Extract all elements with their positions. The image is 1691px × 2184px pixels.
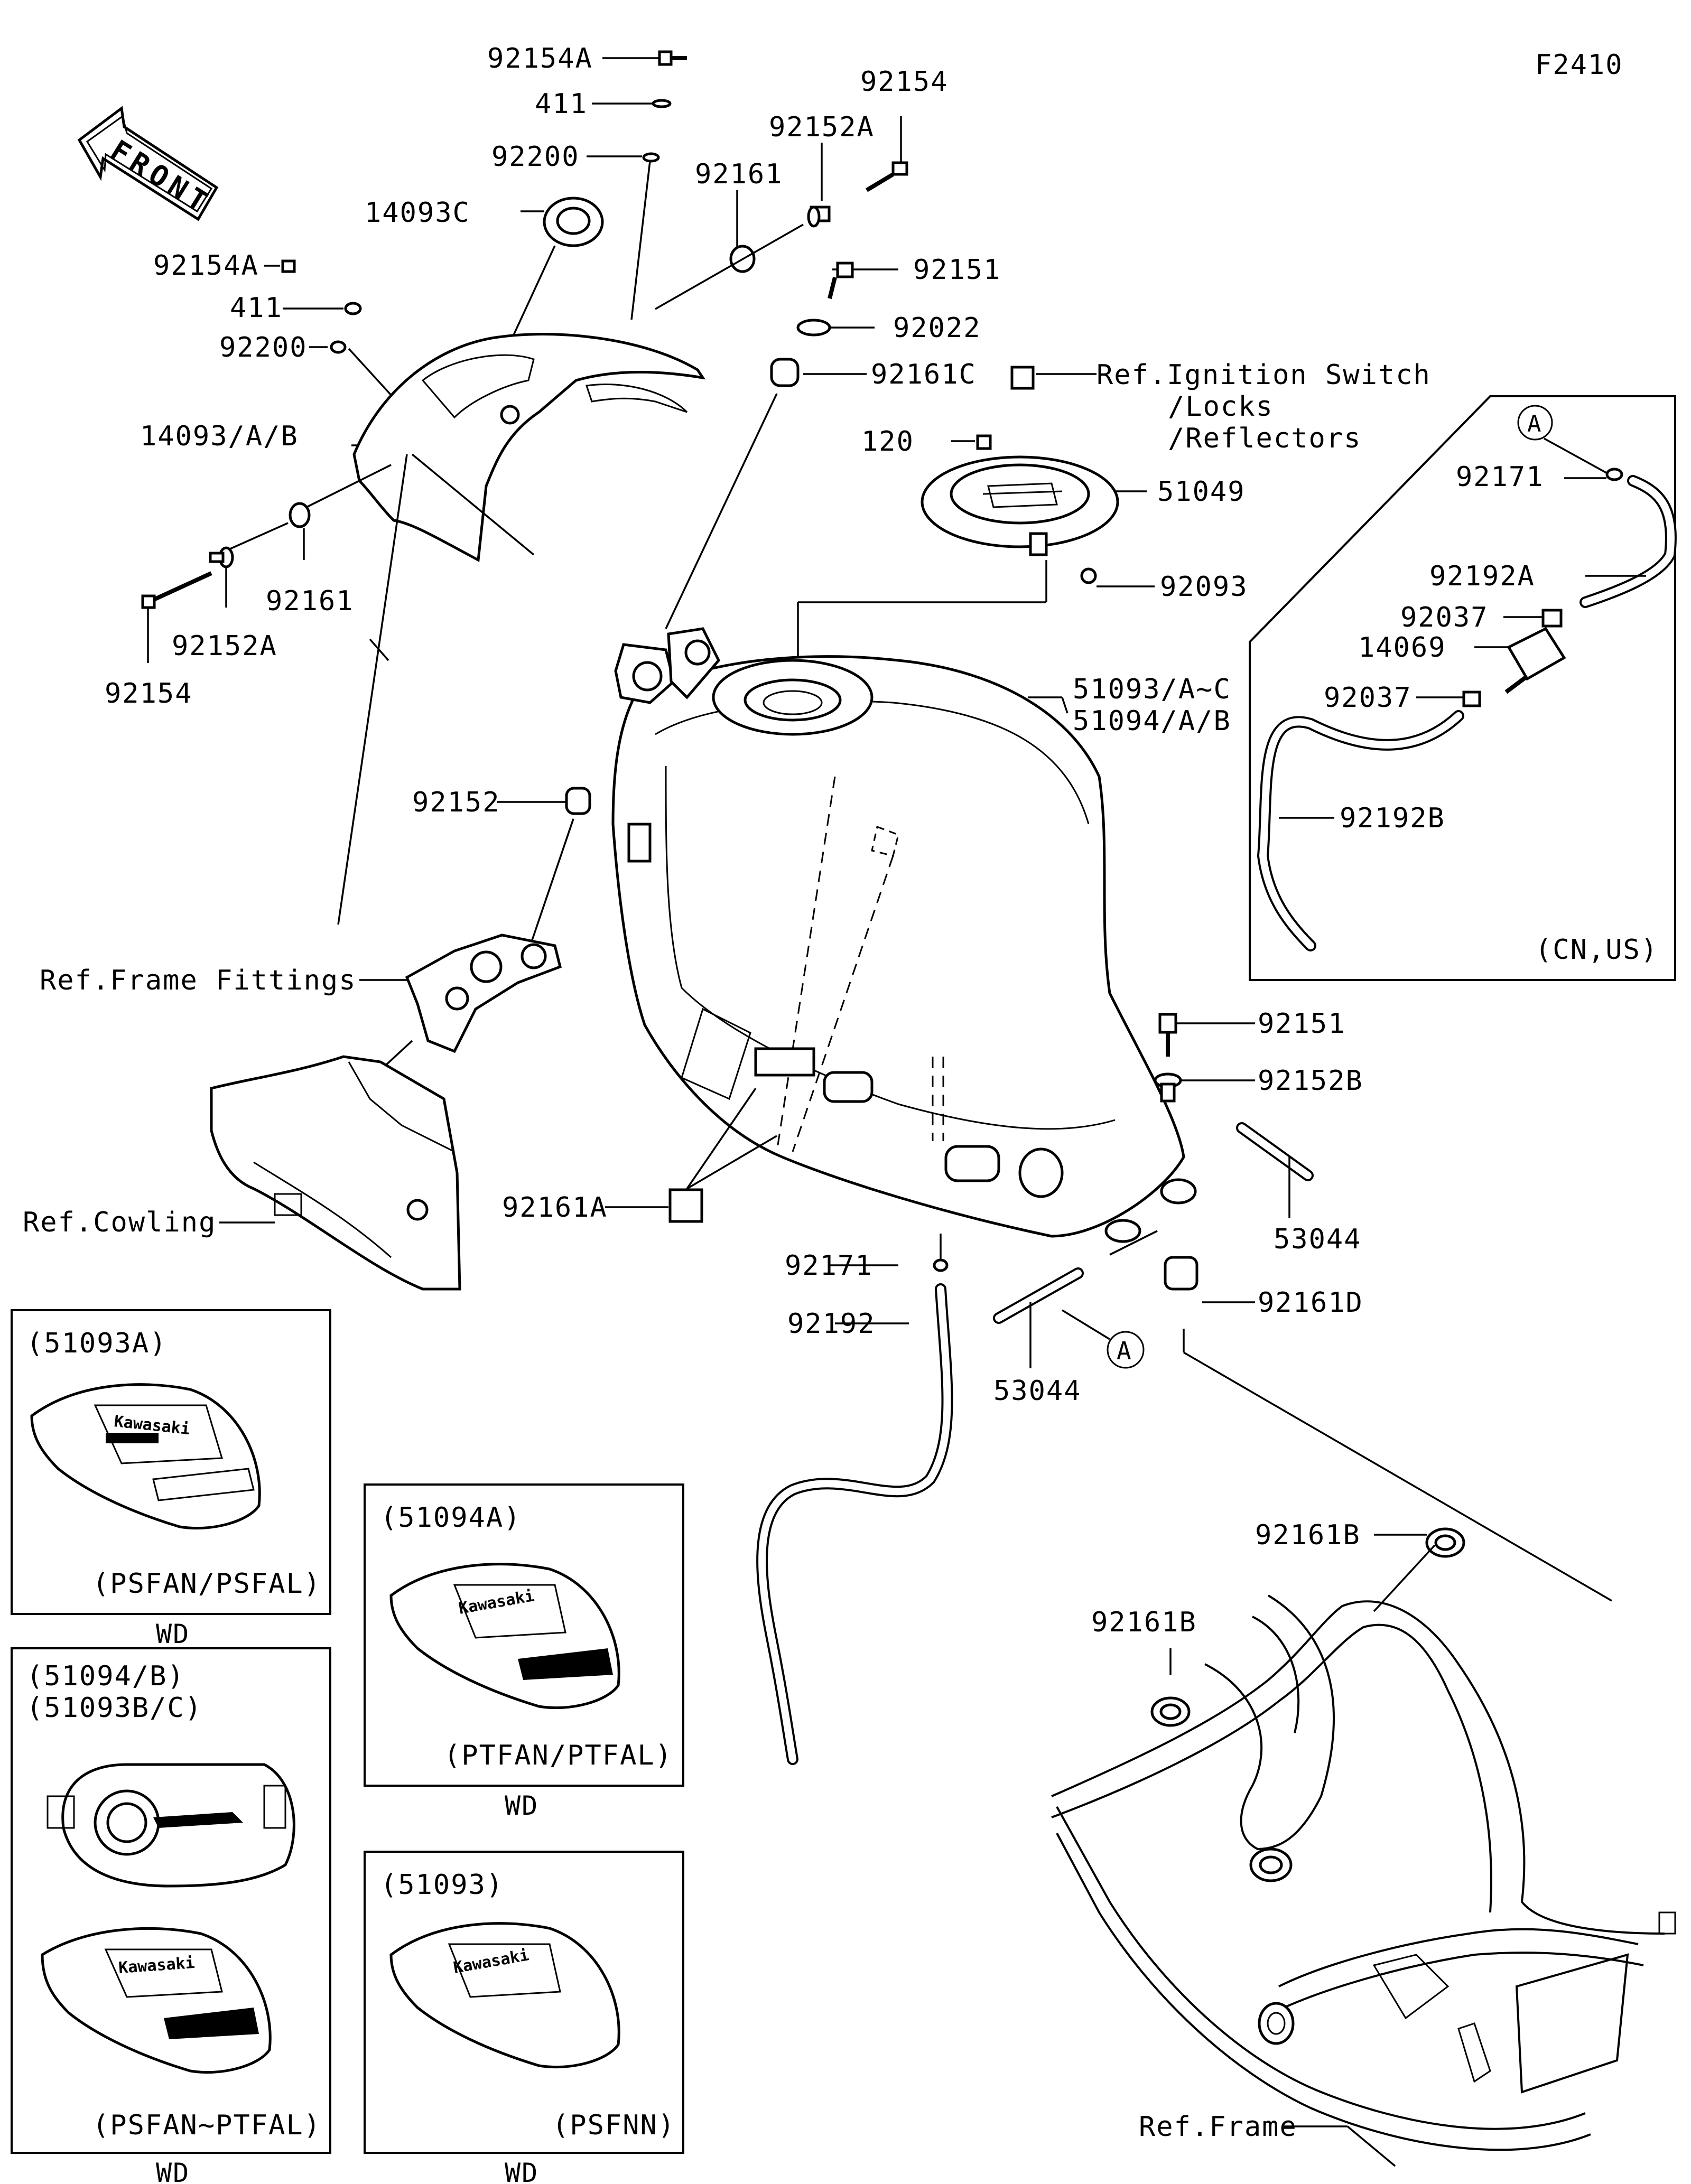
variant-models: (PTFAN/PTFAL)	[444, 1740, 673, 1771]
label-92161b-low: 92161B	[1091, 1607, 1197, 1638]
frame-fittings	[337, 454, 562, 1105]
label-92161-low: 92161	[266, 585, 354, 617]
canister-region: (CN,US)	[1535, 934, 1658, 966]
variant-part-2: (51093B/C)	[26, 1692, 202, 1724]
label-92154-low: 92154	[105, 678, 193, 710]
label-92152: 92152	[412, 787, 500, 818]
label-92161a: 92161A	[502, 1192, 608, 1224]
label-51093: 51093/A~C	[1073, 674, 1231, 705]
label-92154a-top: 92154A	[487, 43, 593, 74]
canister-label-92037a: 92037	[1400, 602, 1489, 633]
front-arrow-icon: FRONT	[77, 106, 219, 221]
label-ref-ignition-3: /Reflectors	[1168, 423, 1361, 454]
variant-note: WD	[505, 1790, 538, 1821]
label-14093ab: 14093/A/B	[140, 421, 299, 452]
filler-area-fasteners	[665, 262, 1097, 629]
fuel-tank	[611, 627, 1197, 1243]
variant-part: (51093A)	[26, 1328, 167, 1359]
variant-box-51094b: (51094/B) (51093B/C) Kawasaki (PSFAN~PTF…	[11, 1647, 331, 2184]
label-53044-center: 53044	[993, 1375, 1082, 1407]
label-92200-mid: 92200	[219, 332, 308, 363]
variant-part: (51093)	[380, 1869, 504, 1901]
label-120: 120	[861, 426, 914, 458]
label-92152a-top: 92152A	[769, 111, 875, 143]
label-ref-frame: Ref.Frame	[1139, 2111, 1297, 2143]
variant-part: (51094A)	[380, 1502, 521, 1534]
canister-label-92192a: 92192A	[1429, 561, 1535, 592]
label-51094: 51094/A/B	[1073, 705, 1231, 737]
frame	[1051, 1527, 1676, 2167]
label-92022: 92022	[893, 312, 981, 344]
variant-note: WD	[505, 2158, 538, 2184]
canister-label-92192b: 92192B	[1340, 802, 1445, 834]
label-92161d: 92161D	[1258, 1287, 1363, 1319]
label-ref-ignition-1: Ref.Ignition Switch	[1097, 359, 1431, 391]
figure-code: F2410	[1535, 49, 1623, 81]
label-92161b-top: 92161B	[1255, 1519, 1361, 1551]
cowling	[210, 1055, 461, 1291]
variant-models: (PSFAN/PSFAL)	[92, 1568, 321, 1600]
variant-box-51093: (51093) Kawasaki (PSFNN) WD	[364, 1851, 684, 2184]
label-53044-right: 53044	[1274, 1224, 1362, 1255]
variant-box-51093a: (51093A) Kawasaki (PSFAN/PSFAL) WD	[11, 1309, 331, 1649]
label-92152a-low: 92152A	[172, 630, 277, 662]
label-a-marker-center: A	[1117, 1337, 1131, 1365]
canister-marker: A	[1527, 410, 1541, 437]
cover-side-fasteners	[141, 464, 392, 663]
top-fasteners	[264, 50, 908, 440]
canister-label-14069: 14069	[1358, 632, 1446, 664]
canister-label-92037b: 92037	[1324, 682, 1412, 714]
label-92093: 92093	[1160, 571, 1248, 603]
label-92151-top: 92151	[913, 254, 1001, 286]
label-411-mid: 411	[230, 292, 283, 324]
label-ref-cowling: Ref.Cowling	[23, 1207, 216, 1238]
canister-inset: A (CN,US) 92171 92192A 92037 14069 92037…	[1249, 395, 1677, 981]
label-92151-low: 92151	[1258, 1008, 1346, 1040]
label-14093c: 14093C	[365, 197, 470, 229]
label-ref-ignition-2: /Locks	[1168, 391, 1274, 423]
label-92152b: 92152B	[1258, 1065, 1363, 1097]
fuel-cap	[797, 455, 1155, 687]
right-fasteners	[1154, 1013, 1612, 1602]
tank-cover	[351, 333, 706, 661]
canister-label-92171: 92171	[1456, 461, 1544, 493]
variant-note: WD	[156, 1619, 190, 1649]
variant-models: (PSFNN)	[552, 2110, 675, 2141]
label-51049: 51049	[1157, 476, 1246, 508]
label-92161-top: 92161	[695, 158, 783, 190]
label-92192: 92192	[787, 1308, 876, 1340]
label-92200-top: 92200	[491, 141, 580, 173]
label-411-top: 411	[535, 88, 588, 120]
label-92171: 92171	[785, 1250, 873, 1282]
label-92161c: 92161C	[871, 359, 977, 390]
drain-hose: A	[756, 1230, 1158, 1765]
label-92154-top: 92154	[860, 66, 949, 98]
variant-models: (PSFAN~PTFAL)	[92, 2110, 321, 2141]
variant-part: (51094/B)	[26, 1660, 185, 1692]
label-ref-frame-fittings: Ref.Frame Fittings	[40, 965, 357, 996]
label-92154a-mid: 92154A	[153, 250, 259, 282]
variant-box-51094a: (51094A) Kawasaki (PTFAN/PTFAL) WD	[364, 1483, 684, 1821]
variant-note: WD	[156, 2158, 190, 2184]
